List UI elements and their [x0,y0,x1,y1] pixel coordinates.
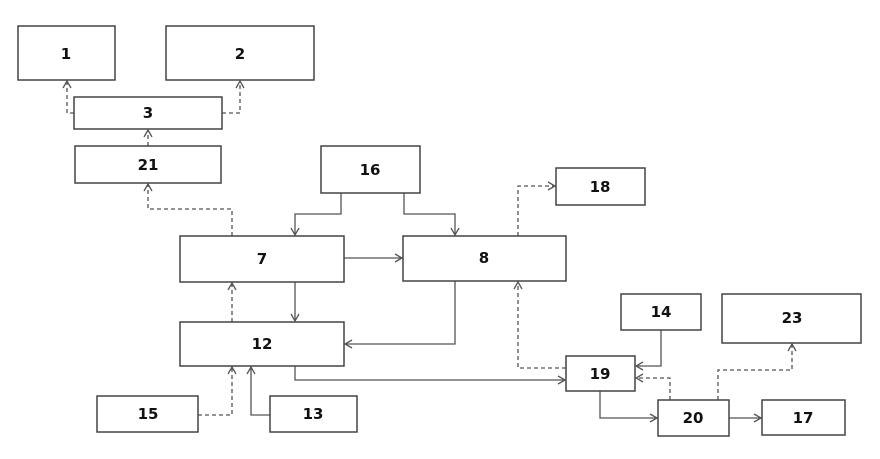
block-label: 19 [590,365,611,383]
arrow-16-to-7 [290,193,342,237]
block-label: 13 [303,405,324,423]
block-2: 2 [165,25,315,81]
block-21: 21 [74,145,222,184]
block-13: 13 [269,395,358,433]
arrow-3-to-1 [62,79,74,114]
arrow-20-to-23 [717,342,797,400]
connections [62,79,797,423]
arrow-8-to-12 [343,281,456,349]
arrow-15-to-12 [198,365,237,416]
block-12: 12 [179,321,345,367]
block-17: 17 [761,399,846,436]
block-16: 16 [320,145,421,194]
arrow-12-to-19 [294,366,567,385]
arrow-16-to-8 [403,193,460,237]
arrow-19-to-20 [599,391,659,423]
block-label: 1 [61,45,71,63]
arrow-19-to-8 [513,280,566,369]
arrow-14-to-19 [634,330,662,371]
block-7: 7 [179,235,345,283]
block-18: 18 [555,167,646,206]
block-label: 20 [683,409,704,427]
arrow-20-to-19 [634,373,671,400]
block-19: 19 [565,355,636,392]
block-20: 20 [657,399,730,437]
arrow-8-to-18 [517,181,557,236]
arrow-3-to-2 [222,79,245,114]
block-label: 23 [782,309,803,327]
arrow-7-to-21 [143,182,233,236]
block-3: 3 [73,96,223,130]
block-14: 14 [620,293,702,331]
block-8: 8 [402,235,567,282]
block-label: 16 [360,161,381,179]
block-label: 2 [235,45,245,63]
arrow-13-to-12 [246,365,270,416]
block-label: 21 [138,156,159,174]
block-label: 7 [257,250,267,268]
block-label: 18 [590,178,611,196]
block-23: 23 [721,293,862,344]
block-label: 14 [651,303,672,321]
block-label: 3 [143,104,153,122]
block-label: 15 [138,405,159,423]
block-label: 12 [252,335,273,353]
block-1: 1 [17,25,116,81]
block-15: 15 [96,395,199,433]
block-label: 8 [479,249,489,267]
block-label: 17 [793,409,814,427]
